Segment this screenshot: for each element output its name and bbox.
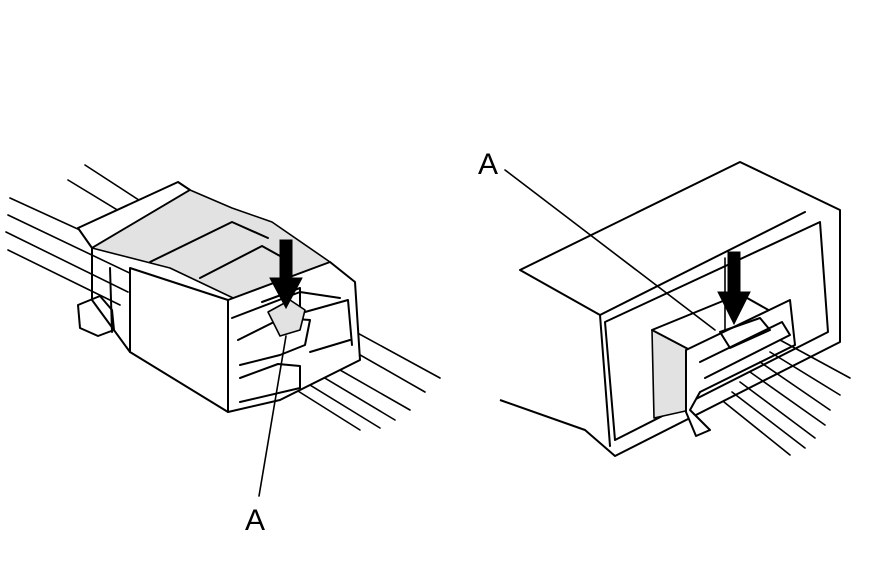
left-housing-side [129, 267, 229, 413]
right-outer-shell [499, 161, 841, 457]
left-connector [5, 164, 441, 497]
left-housing-top [91, 189, 331, 307]
left-housing-front [227, 261, 361, 413]
left-rear-clip [77, 295, 115, 337]
left-callout-label: A [245, 504, 265, 537]
left-push-arrow [269, 239, 303, 310]
right-push-arrow [717, 251, 751, 326]
right-inner-block-front [685, 299, 796, 437]
right-wires [723, 339, 851, 456]
left-leader-line [258, 335, 287, 497]
right-callout-label: A [478, 148, 498, 181]
right-leader-line [504, 169, 716, 331]
right-connector [499, 161, 851, 457]
right-shell-frame [604, 221, 829, 441]
